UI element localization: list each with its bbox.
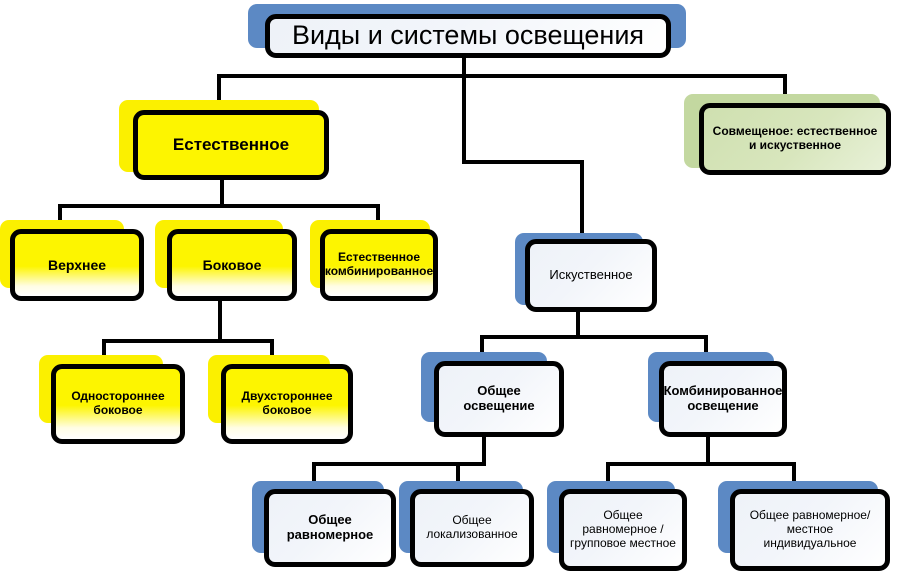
uniform-group-local-box[interactable]: Общее равномерное / групповое местное bbox=[559, 489, 687, 571]
combined-both-box[interactable]: Совмещеное: естественное и искуственное bbox=[699, 103, 891, 175]
general-localized-label: Общее локализованное bbox=[426, 513, 518, 541]
side-light-label: Боковое bbox=[202, 256, 262, 273]
connector-to-general-localized bbox=[456, 462, 460, 490]
connector-to-general bbox=[480, 335, 484, 362]
connector-artificial-drop bbox=[580, 160, 584, 238]
connector-to-general-uniform bbox=[312, 462, 316, 490]
natural-combined-label: Естественное комбинированное bbox=[324, 250, 434, 278]
general-uniform-label: Общее равномерное bbox=[286, 512, 374, 542]
top-light-label: Верхнее bbox=[47, 256, 107, 273]
connector-to-natural-combined bbox=[376, 204, 380, 230]
natural-box[interactable]: Естественное bbox=[133, 110, 329, 180]
general-label: Общее освещение bbox=[463, 383, 535, 413]
connector-natural-bar bbox=[58, 204, 380, 208]
connector-to-natural bbox=[217, 74, 221, 105]
connector-level1-bar bbox=[217, 74, 787, 78]
connector-artificial-stem bbox=[576, 310, 580, 339]
top-light-box[interactable]: Верхнее bbox=[10, 229, 144, 301]
general-uniform-box[interactable]: Общее равномерное bbox=[264, 489, 396, 567]
uniform-local-individual-box[interactable]: Общее равномерное/ местное индивидуально… bbox=[730, 489, 890, 571]
one-sided-label: Одностороннее боковое bbox=[71, 389, 165, 417]
general-localized-box[interactable]: Общее локализованное bbox=[410, 489, 534, 567]
combined-both-label: Совмещеное: естественное и искуственное bbox=[712, 124, 878, 152]
root-label-box[interactable]: Виды и системы освещения bbox=[265, 14, 671, 58]
connector-to-group-local bbox=[606, 462, 610, 490]
general-box[interactable]: Общее освещение bbox=[434, 361, 564, 437]
two-sided-label: Двухстороннее боковое bbox=[241, 389, 333, 417]
connector-natural-stem bbox=[220, 178, 224, 208]
natural-combined-box[interactable]: Естественное комбинированное bbox=[320, 229, 438, 301]
connector-center-to-artificial bbox=[462, 160, 584, 164]
connector-combined-stem bbox=[706, 435, 710, 466]
combined-box[interactable]: Комбинированное освещение bbox=[659, 361, 787, 437]
uniform-local-individual-label: Общее равномерное/ местное индивидуально… bbox=[749, 508, 871, 550]
connector-to-top-light bbox=[58, 204, 62, 230]
artificial-label: Искуственное bbox=[549, 267, 633, 283]
connector-side-bar bbox=[102, 339, 274, 343]
connector-combined-bar bbox=[606, 462, 796, 466]
connector-to-combined bbox=[704, 335, 708, 362]
connector-to-two-sided bbox=[270, 339, 274, 365]
uniform-group-local-label: Общее равномерное / групповое местное bbox=[570, 508, 676, 550]
two-sided-box[interactable]: Двухстороннее боковое bbox=[221, 364, 353, 444]
connector-general-bar bbox=[312, 462, 486, 466]
connector-to-local-individual bbox=[792, 462, 796, 490]
natural-label: Естественное bbox=[172, 135, 290, 155]
connector-to-one-sided bbox=[102, 339, 106, 365]
one-sided-box[interactable]: Одностороннее боковое bbox=[51, 364, 185, 444]
connector-to-combined-both bbox=[783, 74, 787, 100]
connector-general-stem bbox=[482, 435, 486, 466]
root-label: Виды и системы освещения bbox=[291, 20, 645, 51]
combined-label: Комбинированное освещение bbox=[663, 383, 783, 413]
connector-artificial-bar bbox=[480, 335, 708, 339]
artificial-box[interactable]: Искуственное bbox=[525, 239, 657, 312]
side-light-box[interactable]: Боковое bbox=[167, 229, 297, 301]
connector-side-stem bbox=[218, 300, 222, 343]
connector-root-stem bbox=[462, 54, 466, 164]
